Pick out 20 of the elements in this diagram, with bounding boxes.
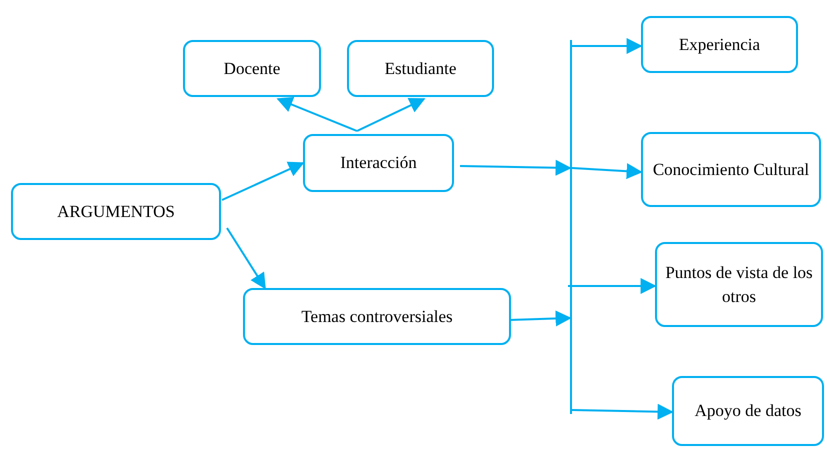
arrow — [508, 310, 572, 326]
concept-box: Docente — [183, 40, 321, 97]
concept-box: Estudiante — [347, 40, 494, 97]
arrow — [572, 163, 643, 180]
concept-box: Puntos de vista de los otros — [655, 242, 823, 327]
concept-box: Temas controversiales — [243, 288, 511, 345]
concept-box: Conocimiento Cultural — [641, 132, 821, 207]
arrow — [356, 98, 426, 132]
arrow — [222, 162, 304, 201]
arrow — [572, 38, 643, 54]
arrow — [568, 278, 657, 294]
bus-line — [570, 40, 572, 414]
arrow — [226, 227, 266, 290]
arrow — [276, 97, 358, 132]
concept-box: Experiencia — [641, 16, 798, 73]
concept-box: Apoyo de datos — [672, 376, 824, 446]
concept-box: Interacción — [303, 134, 454, 192]
arrow — [460, 160, 572, 176]
arrow — [572, 404, 674, 420]
concept-box: ARGUMENTOS — [11, 183, 221, 240]
